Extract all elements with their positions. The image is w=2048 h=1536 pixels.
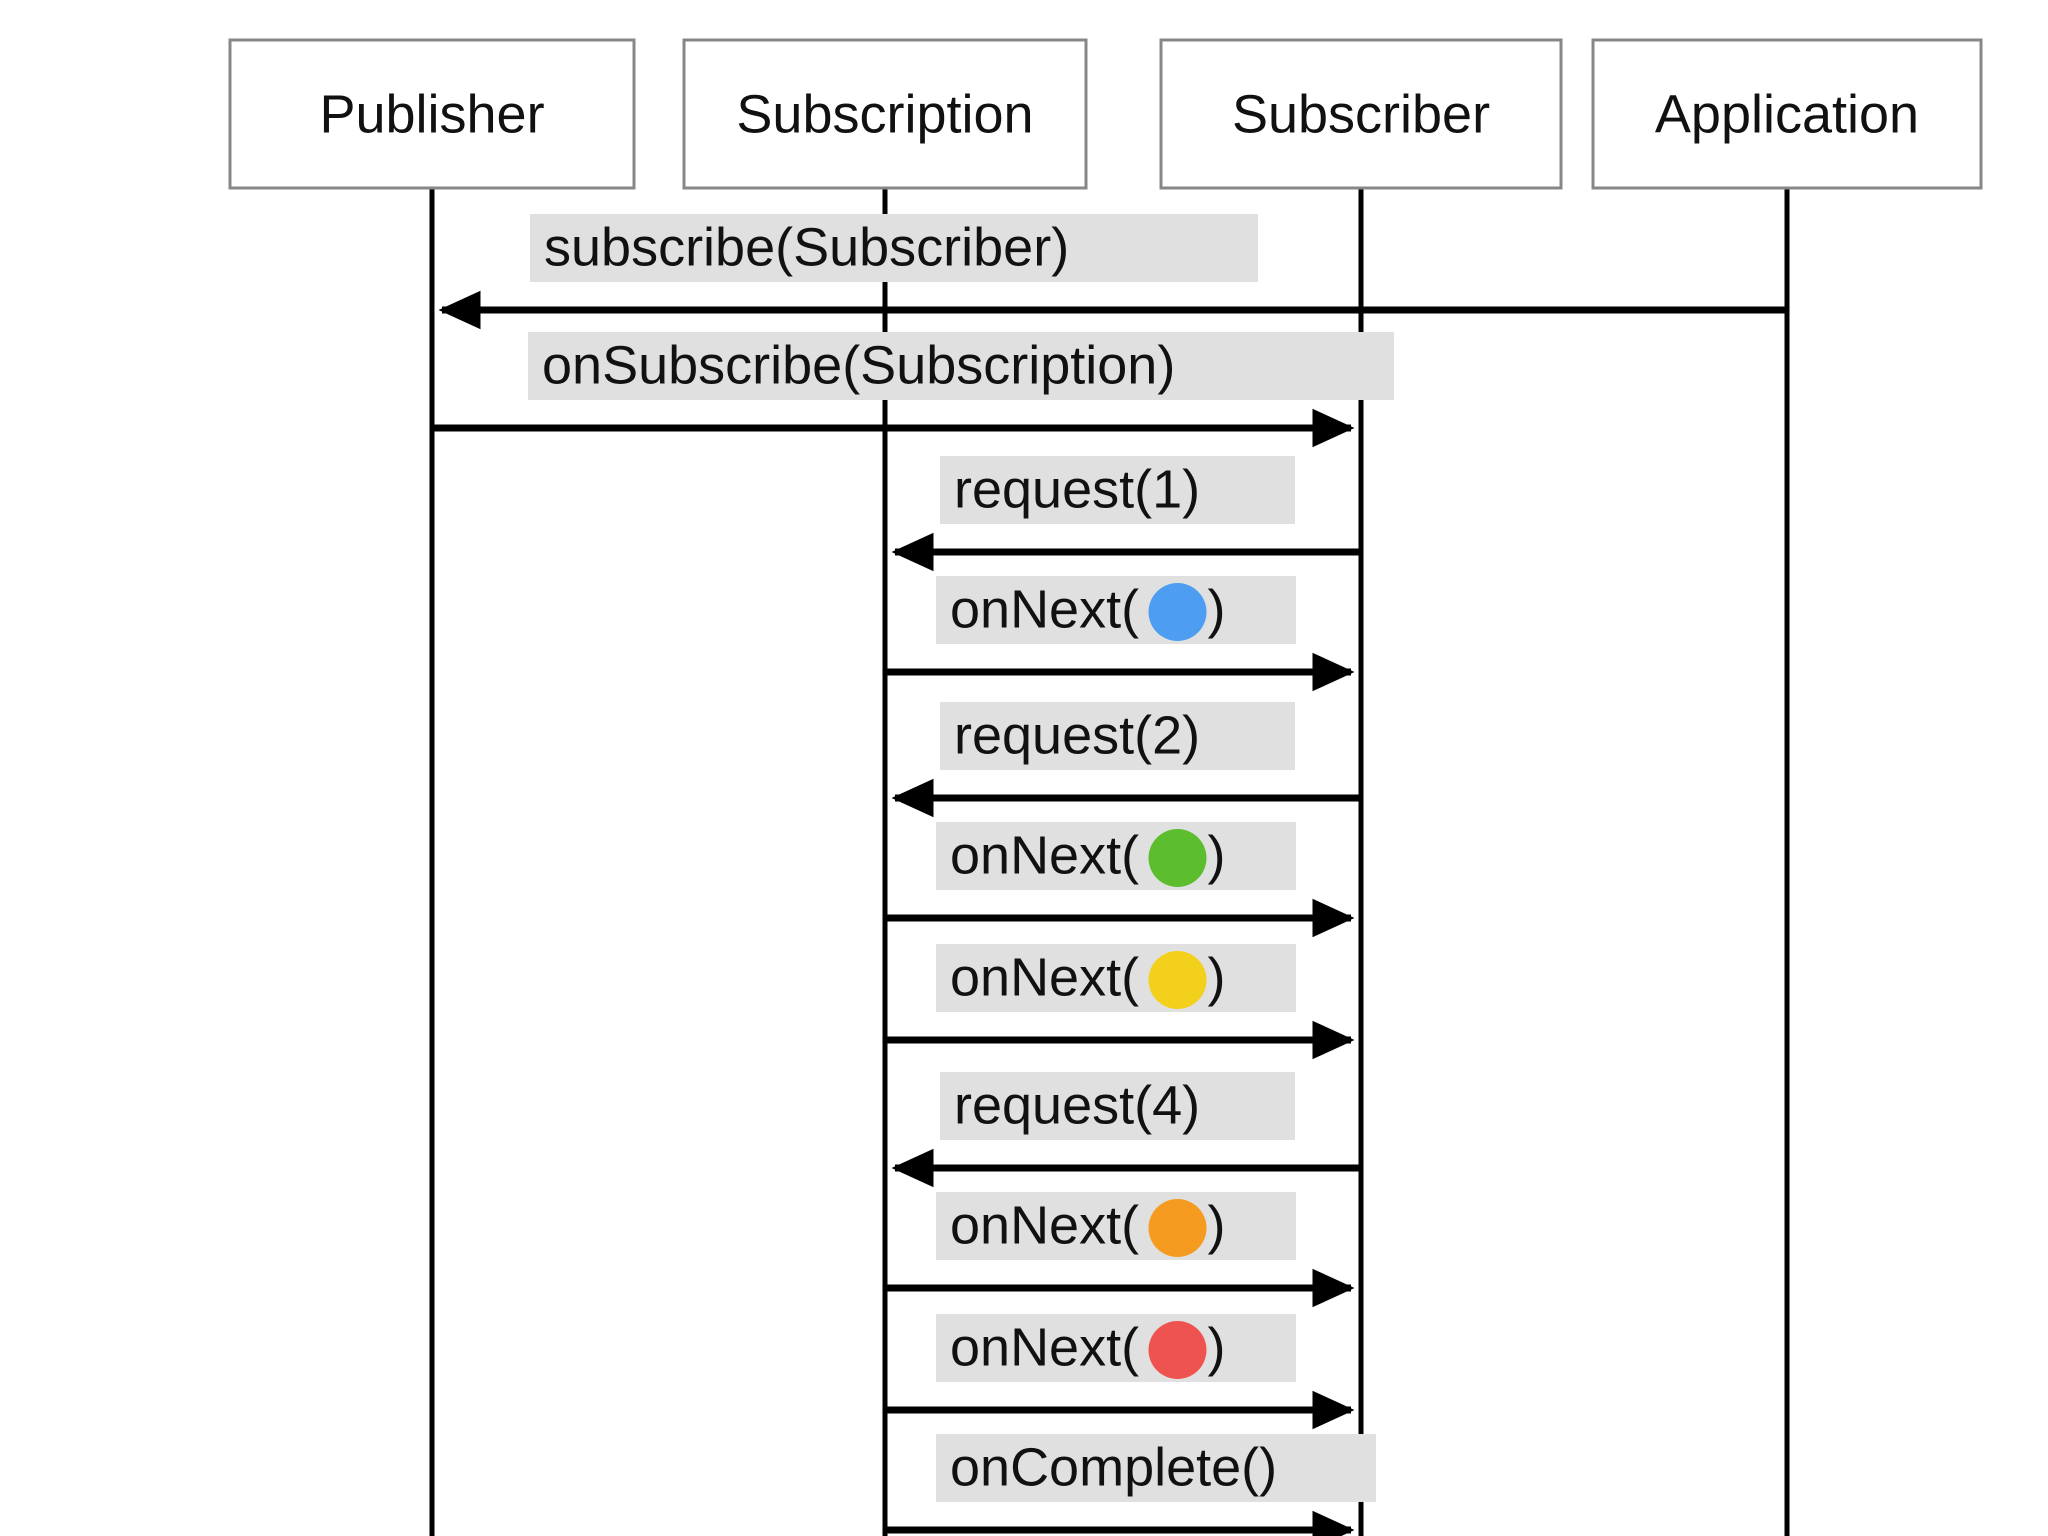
participant-box-publisher bbox=[228, 38, 636, 190]
message-label-11: onComplete() bbox=[950, 1437, 1277, 1497]
message-9[interactable]: onNext() bbox=[885, 1192, 1355, 1308]
message-label-background-8 bbox=[940, 1072, 1295, 1140]
message-label-suffix-9: ) bbox=[1208, 1195, 1226, 1255]
message-4[interactable]: onNext() bbox=[885, 576, 1355, 692]
participant-lifelines bbox=[429, 188, 1790, 1536]
message-7[interactable]: onNext() bbox=[885, 944, 1355, 1060]
participant-box-subscription bbox=[682, 38, 1088, 190]
participant-box-subscriber bbox=[1159, 38, 1563, 190]
message-10[interactable]: onNext() bbox=[885, 1314, 1355, 1430]
message-label-8: request(4) bbox=[954, 1075, 1200, 1135]
message-label-5: request(2) bbox=[954, 705, 1200, 765]
message-label-suffix-7: ) bbox=[1208, 947, 1226, 1007]
message-label-suffix-6: ) bbox=[1208, 825, 1226, 885]
message-layer: subscribe(Subscriber) onSubscribe(Subscri… bbox=[432, 214, 1787, 1536]
message-label-background-4 bbox=[936, 576, 1296, 644]
message-3[interactable]: request(1) bbox=[891, 456, 1361, 572]
message-token-red-token bbox=[1148, 1321, 1207, 1379]
message-token-green-token bbox=[1148, 829, 1207, 887]
message-2[interactable]: onSubscribe(Subscription) bbox=[432, 332, 1394, 448]
message-label-6: onNext( bbox=[950, 825, 1139, 885]
message-label-background-10 bbox=[936, 1314, 1296, 1382]
message-label-3: request(1) bbox=[954, 459, 1200, 519]
message-token-orange-token bbox=[1148, 1199, 1207, 1257]
message-label-1: subscribe(Subscriber) bbox=[544, 217, 1069, 277]
participant-box-application bbox=[1591, 38, 1983, 190]
participant-publisher[interactable]: Publisher bbox=[228, 38, 636, 190]
message-label-background-5 bbox=[940, 702, 1295, 770]
message-label-2: onSubscribe(Subscription) bbox=[542, 335, 1175, 395]
message-1[interactable]: subscribe(Subscriber) bbox=[438, 214, 1787, 330]
participant-label-subscription: Subscription bbox=[736, 84, 1033, 144]
message-8[interactable]: request(4) bbox=[891, 1072, 1361, 1188]
message-6[interactable]: onNext() bbox=[885, 822, 1355, 938]
message-token-yellow-token bbox=[1148, 951, 1207, 1009]
participant-subscriber[interactable]: Subscriber bbox=[1159, 38, 1563, 190]
message-label-background-2 bbox=[528, 332, 1394, 400]
message-token-blue-token bbox=[1148, 583, 1207, 641]
message-label-background-1 bbox=[530, 214, 1258, 282]
message-label-suffix-4: ) bbox=[1208, 579, 1226, 639]
message-5[interactable]: request(2) bbox=[891, 702, 1361, 818]
message-label-suffix-10: ) bbox=[1208, 1317, 1226, 1377]
participant-label-publisher: Publisher bbox=[319, 84, 544, 144]
participant-label-subscriber: Subscriber bbox=[1232, 84, 1490, 144]
message-label-9: onNext( bbox=[950, 1195, 1139, 1255]
message-label-background-7 bbox=[936, 944, 1296, 1012]
participant-application[interactable]: Application bbox=[1591, 38, 1983, 190]
participant-label-application: Application bbox=[1655, 84, 1919, 144]
participant-subscription[interactable]: Subscription bbox=[682, 38, 1088, 190]
message-label-7: onNext( bbox=[950, 947, 1139, 1007]
message-label-background-9 bbox=[936, 1192, 1296, 1260]
participant-header-layer: Publisher Subscription Subscriber Applicati… bbox=[228, 38, 1983, 190]
message-label-background-11 bbox=[936, 1434, 1376, 1502]
message-label-4: onNext( bbox=[950, 579, 1139, 639]
message-label-background-6 bbox=[936, 822, 1296, 890]
message-label-10: onNext( bbox=[950, 1317, 1139, 1377]
message-11[interactable]: onComplete() bbox=[885, 1434, 1376, 1536]
message-label-background-3 bbox=[940, 456, 1295, 524]
